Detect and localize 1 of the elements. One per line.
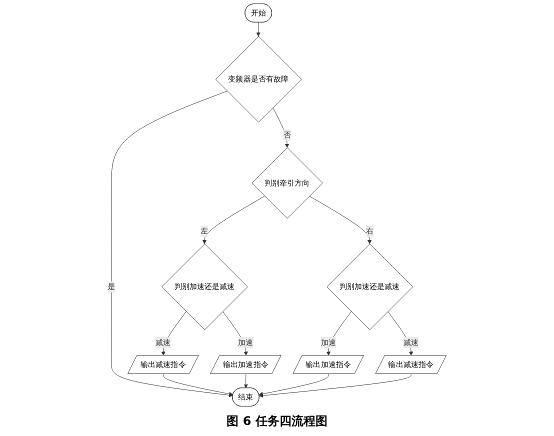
figure-caption: 图 6 任务四流程图 (226, 413, 328, 430)
